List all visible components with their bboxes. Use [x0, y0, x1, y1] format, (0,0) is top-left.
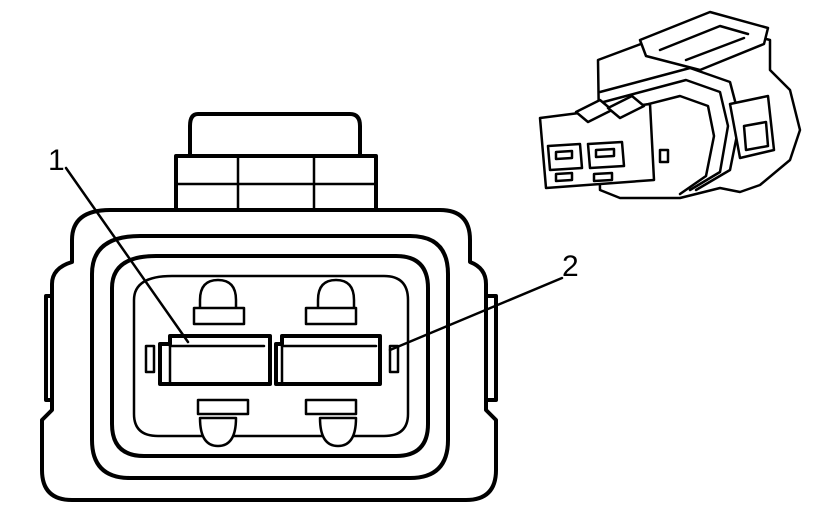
terminal-key-top-2	[304, 306, 358, 326]
terminal-key-bottom-2	[304, 398, 358, 416]
iso-side-clip	[728, 94, 776, 160]
connector-front-view	[40, 112, 498, 502]
terminal-cavity-1	[158, 334, 272, 386]
terminal-cavity-2	[274, 334, 382, 386]
callout-1: 1	[48, 144, 65, 177]
terminal-key-bottom-1	[196, 398, 250, 416]
callout-2: 2	[562, 250, 579, 283]
latch-tab	[188, 112, 362, 160]
iso-cavity-1	[546, 142, 584, 172]
shroud-inner	[110, 254, 430, 458]
terminal-key-top-1	[192, 306, 246, 326]
leader-line-2	[388, 276, 564, 352]
leader-line-1	[64, 166, 190, 344]
iso-cavity-2	[586, 140, 626, 170]
iso-latch	[638, 10, 770, 72]
shroud-outer	[90, 234, 450, 480]
cavity-face	[132, 274, 410, 438]
connector-isometric-view	[538, 10, 802, 200]
